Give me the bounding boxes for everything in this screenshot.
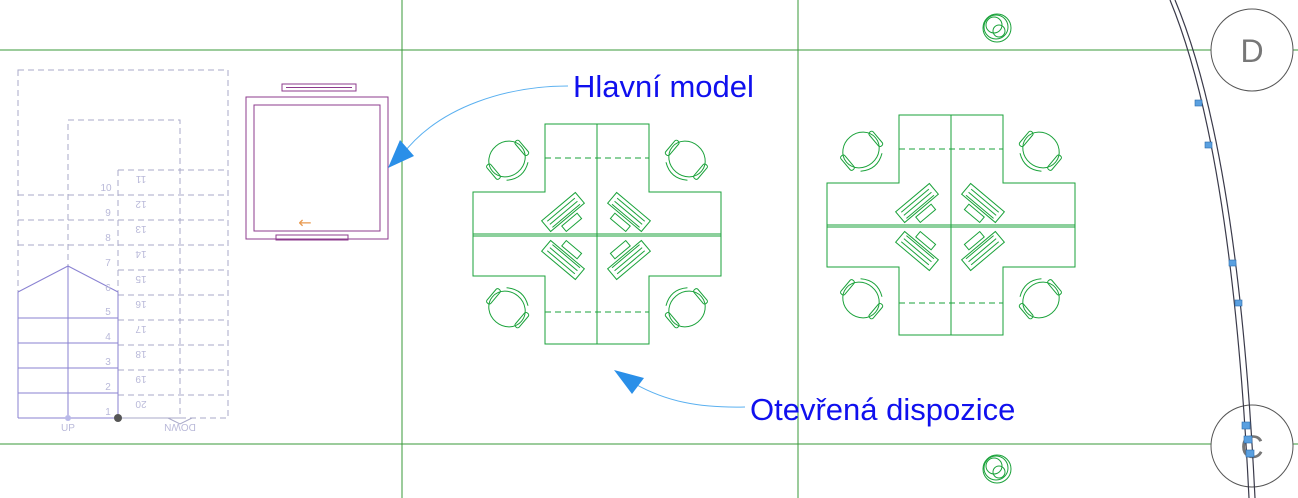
stair-step-number: 11 xyxy=(135,173,146,184)
room-wall-outer xyxy=(245,96,389,240)
stair-step-number: 16 xyxy=(135,298,147,309)
staircase: 1 2 3 4 5 6 7 8 9 10 11 12 13 14 15 16 1… xyxy=(17,69,229,434)
room-direction-arrow: ← xyxy=(298,213,311,232)
facade-window xyxy=(1204,141,1213,149)
callout-main-model-arrowhead xyxy=(388,140,414,168)
callout-open-layout-label: Otevřená dispozice xyxy=(750,392,1015,427)
tree-bottom xyxy=(982,454,1012,484)
grid-bubble-d: D xyxy=(1210,8,1294,92)
stair-down-label: DOWN xyxy=(164,421,196,432)
callout-main-model-leader xyxy=(401,85,569,156)
stair-step-number: 9 xyxy=(105,208,111,219)
stair-start-marker xyxy=(114,414,122,422)
callout-main-model: Hlavní model xyxy=(388,69,754,168)
stair-step-number: 15 xyxy=(135,273,147,284)
facade-window xyxy=(1228,259,1237,267)
stair-step-number: 13 xyxy=(135,223,147,234)
room-wall-inner xyxy=(253,104,381,232)
stair-step-number: 7 xyxy=(105,258,111,269)
facade-window xyxy=(1243,435,1253,444)
facade-window xyxy=(1194,99,1203,107)
stair-step-number: 5 xyxy=(105,307,111,318)
grid-bubble-d-label: D xyxy=(1240,33,1263,69)
stair-step-number: 2 xyxy=(105,382,111,393)
stair-step-number: 18 xyxy=(135,348,147,359)
workstation-cluster-left xyxy=(473,124,721,344)
stair-step-number: 3 xyxy=(105,357,111,368)
stair-up-numbers: 1 2 3 4 5 6 7 8 9 10 xyxy=(100,183,112,418)
stair-step-number: 1 xyxy=(105,407,111,418)
stair-step-number: 6 xyxy=(105,283,111,294)
facade-window xyxy=(1234,299,1243,307)
stair-step-number: 19 xyxy=(135,373,147,384)
facade-window xyxy=(1245,449,1255,458)
facade-window xyxy=(1241,421,1251,430)
stair-step-number: 4 xyxy=(105,332,111,343)
stair-down-arrow xyxy=(167,417,193,425)
stair-hidden-treads xyxy=(18,169,228,418)
stair-down-numbers: 11 12 13 14 15 16 17 18 19 20 xyxy=(135,173,147,409)
stair-step-number: 12 xyxy=(135,198,147,209)
stair-visible-flight xyxy=(17,265,122,422)
stair-step-number: 8 xyxy=(105,233,111,244)
room-door xyxy=(275,234,349,241)
stair-outline-inner xyxy=(67,119,181,419)
workstation-cluster-right xyxy=(827,115,1075,335)
curved-facade xyxy=(1169,0,1256,498)
stair-step-number: 14 xyxy=(135,248,147,259)
callout-open-layout-arrowhead xyxy=(614,370,644,394)
stair-step-number: 17 xyxy=(135,323,147,334)
stair-up-marker xyxy=(65,415,71,421)
stair-outline-outer xyxy=(17,69,229,419)
stair-step-number: 10 xyxy=(100,183,112,194)
stair-step-number: 20 xyxy=(135,398,147,409)
room-window xyxy=(281,83,357,92)
callout-open-layout: Otevřená dispozice xyxy=(614,370,1015,427)
stair-up-label: UP xyxy=(61,423,75,434)
tree-top xyxy=(982,13,1012,43)
callout-main-model-label: Hlavní model xyxy=(573,69,754,104)
linked-room: ← xyxy=(245,83,389,241)
callout-open-layout-leader xyxy=(629,380,746,408)
